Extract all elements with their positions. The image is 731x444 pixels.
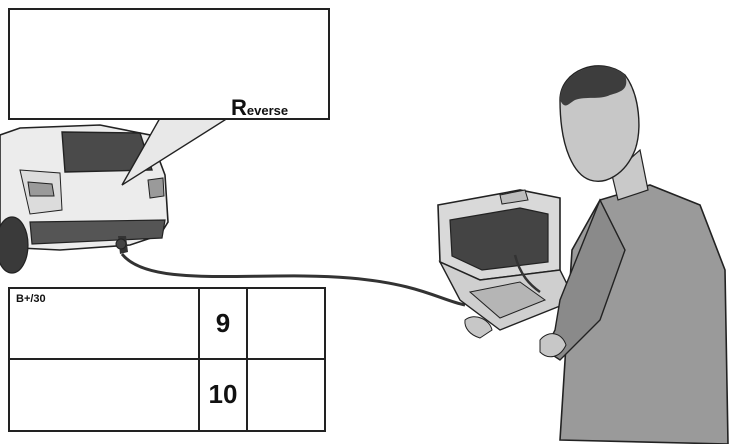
reverse-initial: R [231, 95, 247, 120]
row-2-pin: 10 [200, 360, 248, 431]
stop-label: STOP [105, 76, 151, 90]
row-2-graphic-cell [10, 360, 200, 431]
bplus-label: B+/30 [16, 293, 46, 305]
pin-check-table: B+/30 9 10 [8, 287, 326, 432]
reverse-label: Reverse [231, 95, 288, 121]
row-1-status-cell [248, 289, 324, 360]
row-2-status-cell [248, 360, 324, 431]
tester-case [438, 190, 575, 330]
row-1-graphic-cell: B+/30 [10, 289, 200, 360]
reverse-rest: everse [247, 103, 288, 118]
row-1-pin: 9 [200, 289, 248, 360]
